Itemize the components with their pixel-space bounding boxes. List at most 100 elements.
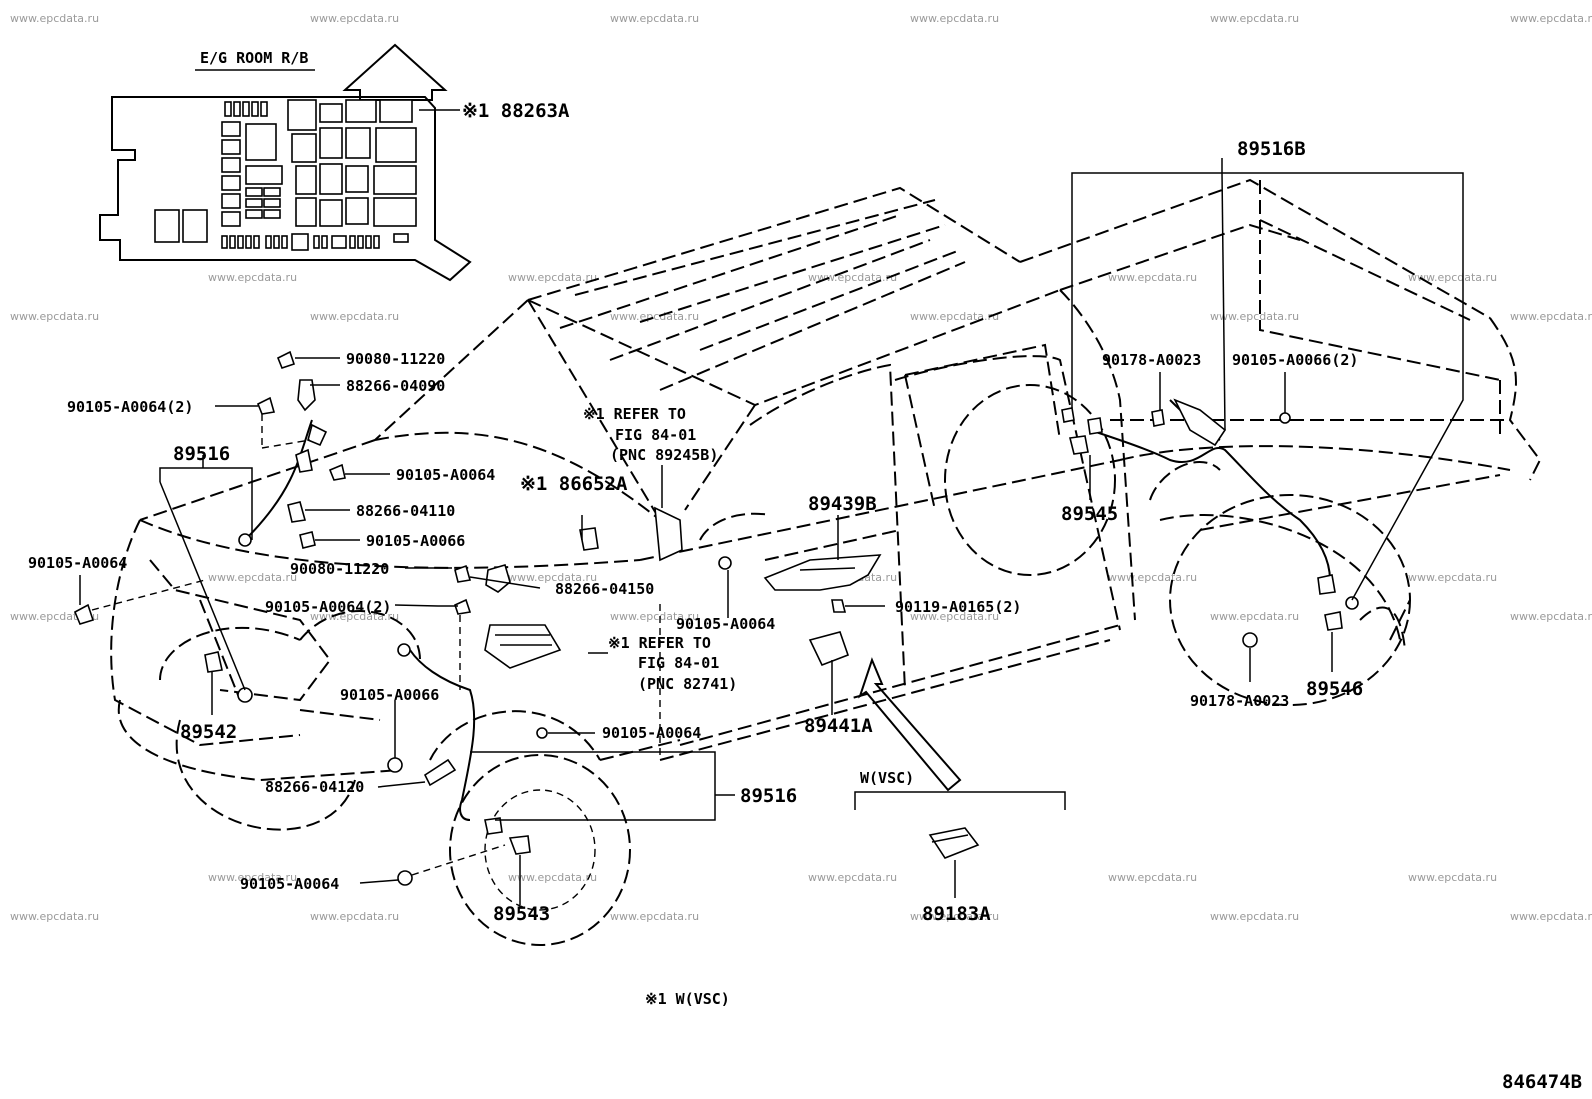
sensor-icon: [237, 687, 253, 703]
watermark: www.epcdata.ru: [10, 310, 99, 323]
part-label: 90105-A0064: [676, 615, 775, 633]
watermark: www.epcdata.ru: [610, 12, 699, 25]
part-label: 89183A: [922, 903, 991, 925]
connector-icon: [295, 448, 313, 473]
harness-lines: [244, 399, 1331, 821]
watermark: www.epcdata.ru: [610, 610, 699, 623]
sensor-icon: [1069, 435, 1089, 455]
part-label: 89545: [1061, 503, 1118, 525]
part-label: 88266-04120: [265, 778, 364, 796]
part-label: 89516B: [1237, 138, 1306, 160]
reference-note-line: (PNC 89245B): [610, 446, 718, 464]
watermark: www.epcdata.ru: [10, 910, 99, 923]
watermark: www.epcdata.ru: [1408, 871, 1497, 884]
part-label: 90105-A0064: [602, 724, 701, 742]
connector-icon: [307, 423, 328, 447]
watermark: www.epcdata.ru: [1510, 12, 1592, 25]
watermark: www.epcdata.ru: [910, 610, 999, 623]
watermark: www.epcdata.ru: [1510, 610, 1592, 623]
watermark: www.epcdata.ru: [1510, 910, 1592, 923]
figure-code: 846474B: [1502, 1071, 1582, 1093]
bolt-icon: [536, 727, 548, 739]
watermark: www.epcdata.ru: [1108, 271, 1197, 284]
part-label: 90105-A0064(2): [67, 398, 193, 416]
watermark: www.epcdata.ru: [1210, 310, 1299, 323]
bolt-icon: [1242, 632, 1258, 648]
bolt-icon: [276, 350, 296, 369]
reference-note-line: FIG 84-01: [638, 654, 719, 672]
part-label: 90105-A0064: [28, 554, 127, 572]
watermark: www.epcdata.ru: [208, 571, 297, 584]
sensor-icon: [1317, 574, 1336, 595]
sensor-icon: [1324, 611, 1343, 631]
part-label: 90105-A0064: [396, 466, 495, 484]
watermark: www.epcdata.ru: [910, 910, 999, 923]
watermark: www.epcdata.ru: [1210, 610, 1299, 623]
sensor-icon: [238, 533, 252, 547]
part-label: 88266-04150: [555, 580, 654, 598]
watermark: www.epcdata.ru: [1510, 310, 1592, 323]
part-label: 88266-04110: [356, 502, 455, 520]
reference-note-line: FIG 84-01: [615, 426, 696, 444]
watermark: www.epcdata.ru: [208, 271, 297, 284]
part-label: ※1 86652A: [520, 473, 628, 495]
watermark: www.epcdata.ru: [1210, 910, 1299, 923]
reference-note-line: (PNC 82741): [638, 675, 737, 693]
watermark: www.epcdata.ru: [1108, 871, 1197, 884]
reference-note-line: ※1 REFER TO: [608, 634, 711, 652]
watermark: www.epcdata.ru: [808, 871, 897, 884]
watermark: www.epcdata.ru: [1408, 571, 1497, 584]
watermark: www.epcdata.ru: [508, 871, 597, 884]
bolt-icon: [831, 599, 847, 613]
part-label: 90119-A0165(2): [895, 598, 1021, 616]
bolt-icon: [454, 564, 472, 583]
fuse-box-title: E/G ROOM R/B: [200, 49, 308, 67]
leader-lines: [79, 158, 1464, 905]
bolt-icon: [387, 757, 403, 773]
bolt-icon: [328, 463, 346, 481]
part-label: 89441A: [804, 715, 873, 737]
sensor-icon: [484, 817, 503, 835]
bracket-icon: [287, 501, 307, 523]
bolt-icon: [73, 603, 95, 625]
watermark: www.epcdata.ru: [910, 12, 999, 25]
bracket-icon: [423, 758, 457, 787]
part-label: 88266-04090: [346, 377, 445, 395]
watermark: www.epcdata.ru: [610, 910, 699, 923]
watermark: www.epcdata.ru: [610, 310, 699, 323]
part-label: 90105-A0066: [340, 686, 439, 704]
part-label: 90178-A0023: [1190, 692, 1289, 710]
watermark: www.epcdata.ru: [808, 271, 897, 284]
sensor-icon: [508, 835, 531, 855]
bolt-icon: [1061, 407, 1075, 423]
part-label: 90178-A0023: [1102, 351, 1201, 369]
part-label: 89439B: [808, 493, 877, 515]
watermark: www.epcdata.ru: [310, 310, 399, 323]
watermark: www.epcdata.ru: [508, 271, 597, 284]
bracket-icon: [1173, 398, 1227, 447]
vsc-sensor-module-icon: [928, 827, 980, 859]
watermark: www.epcdata.ru: [910, 310, 999, 323]
part-labels: 90080-11220 88266-04090 90105-A0064(2) 8…: [28, 138, 1582, 1093]
small-parts: [73, 350, 1359, 886]
footnote: ※1 W(VSC): [645, 990, 730, 1008]
sensor-icon: [1345, 596, 1359, 610]
fuse-box-cells: [154, 99, 417, 251]
part-label: 90080-11220: [346, 350, 445, 368]
part-label: 89516: [740, 785, 797, 807]
yaw-sensor-icon: [808, 631, 850, 667]
part-label: 90105-A0064(2): [265, 598, 391, 616]
bolt-icon: [397, 870, 413, 886]
part-label: 90080-11220: [290, 560, 389, 578]
clamp-icon: [1151, 409, 1165, 427]
watermark: www.epcdata.ru: [310, 910, 399, 923]
abs-actuator-icon: [484, 624, 562, 669]
bracket-icon: [297, 379, 316, 412]
vehicle-outline: [110, 178, 1542, 946]
bolt-icon: [718, 556, 732, 570]
watermark: www.epcdata.ru: [208, 871, 297, 884]
watermark: www.epcdata.ru: [1108, 571, 1197, 584]
watermark: www.epcdata.ru: [1408, 271, 1497, 284]
watermark-layer: www.epcdata.ru www.epcdata.ru www.epcdat…: [10, 12, 1592, 923]
